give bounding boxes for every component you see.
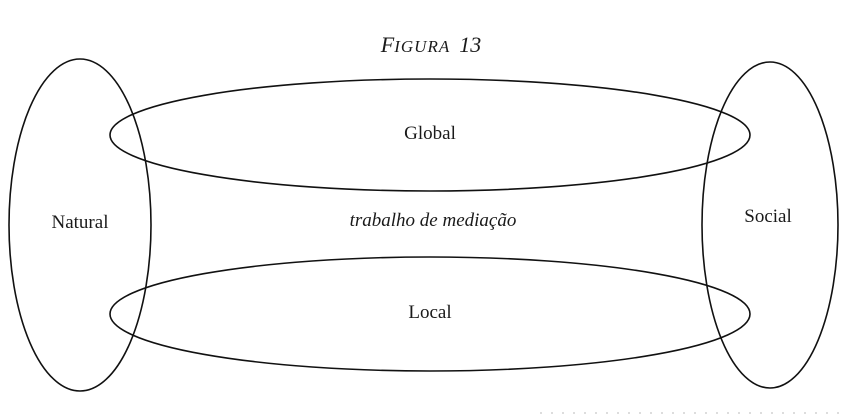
natural-ellipse xyxy=(8,58,152,392)
social-label: Social xyxy=(744,206,792,227)
social-ellipse xyxy=(701,61,839,389)
local-label: Local xyxy=(408,302,451,323)
figure-title-initial: F xyxy=(380,32,395,57)
figure-title-number: 13 xyxy=(459,32,481,57)
natural-label: Natural xyxy=(52,212,109,233)
global-ellipse xyxy=(109,78,751,192)
global-label: Global xyxy=(404,123,456,144)
figure-title: FIGURA 13 xyxy=(380,32,481,57)
local-ellipse xyxy=(109,256,751,372)
figure-title-rest: IGURA xyxy=(393,37,450,56)
mediation-label: trabalho de mediação xyxy=(350,210,517,231)
